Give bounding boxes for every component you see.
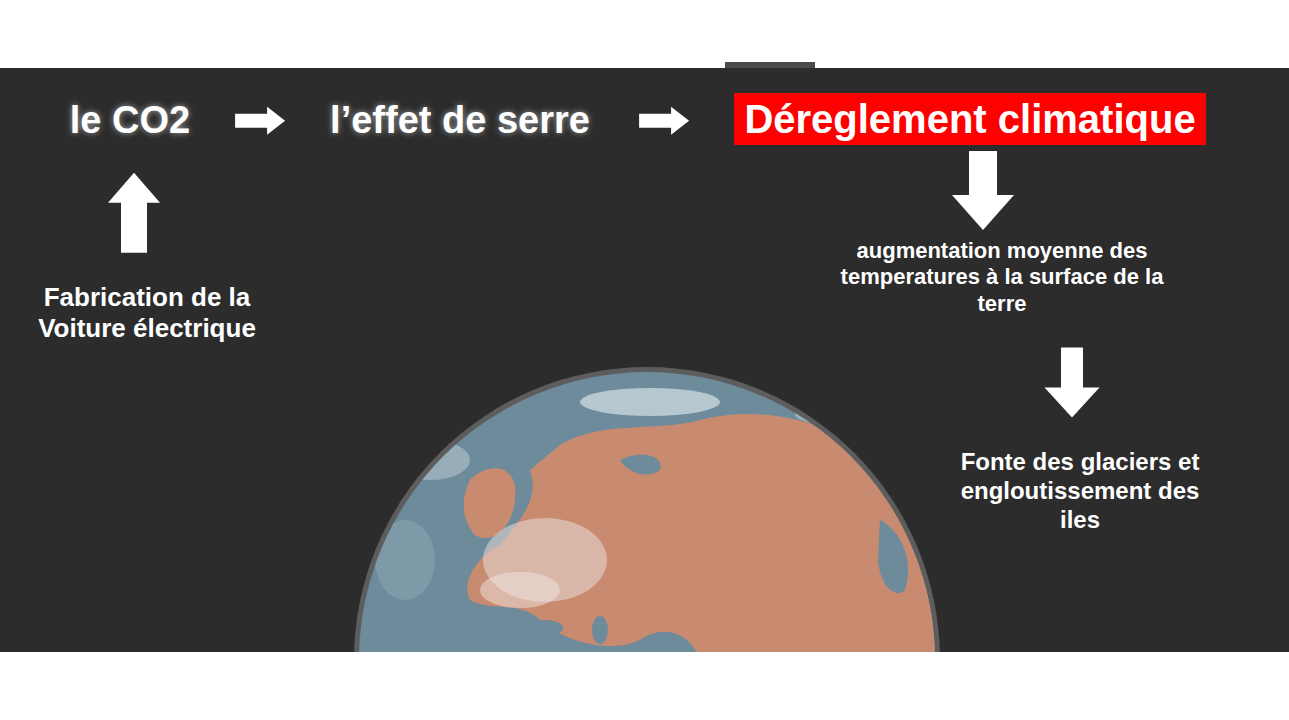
node-label: Fonte des glaciers et engloutissement de… (947, 448, 1214, 534)
node-label: le CO2 (70, 98, 190, 144)
effect-text: augmentation moyenne des temperatures à … (812, 236, 1192, 319)
node-label: l’effet de serre (330, 98, 590, 144)
block-arrow (1045, 348, 1100, 418)
effect-text: Fonte des glaciers et engloutissement de… (943, 446, 1218, 536)
highlight-box: Déreglement climatique (734, 93, 1205, 145)
block-arrow (235, 107, 285, 135)
flow-term: le CO2 (66, 96, 194, 146)
node-label: Fabrication de la Voiture électrique (11, 282, 283, 344)
cause-text: Fabrication de la Voiture électrique (7, 280, 287, 346)
node-label: augmentation moyenne des temperatures à … (816, 238, 1188, 317)
earth-globe (354, 367, 940, 652)
block-arrow (952, 151, 1014, 230)
node-label: Déreglement climatique (744, 95, 1195, 143)
flow-term: l’effet de serre (326, 96, 594, 146)
block-arrow (108, 173, 160, 253)
block-arrow (639, 107, 689, 135)
